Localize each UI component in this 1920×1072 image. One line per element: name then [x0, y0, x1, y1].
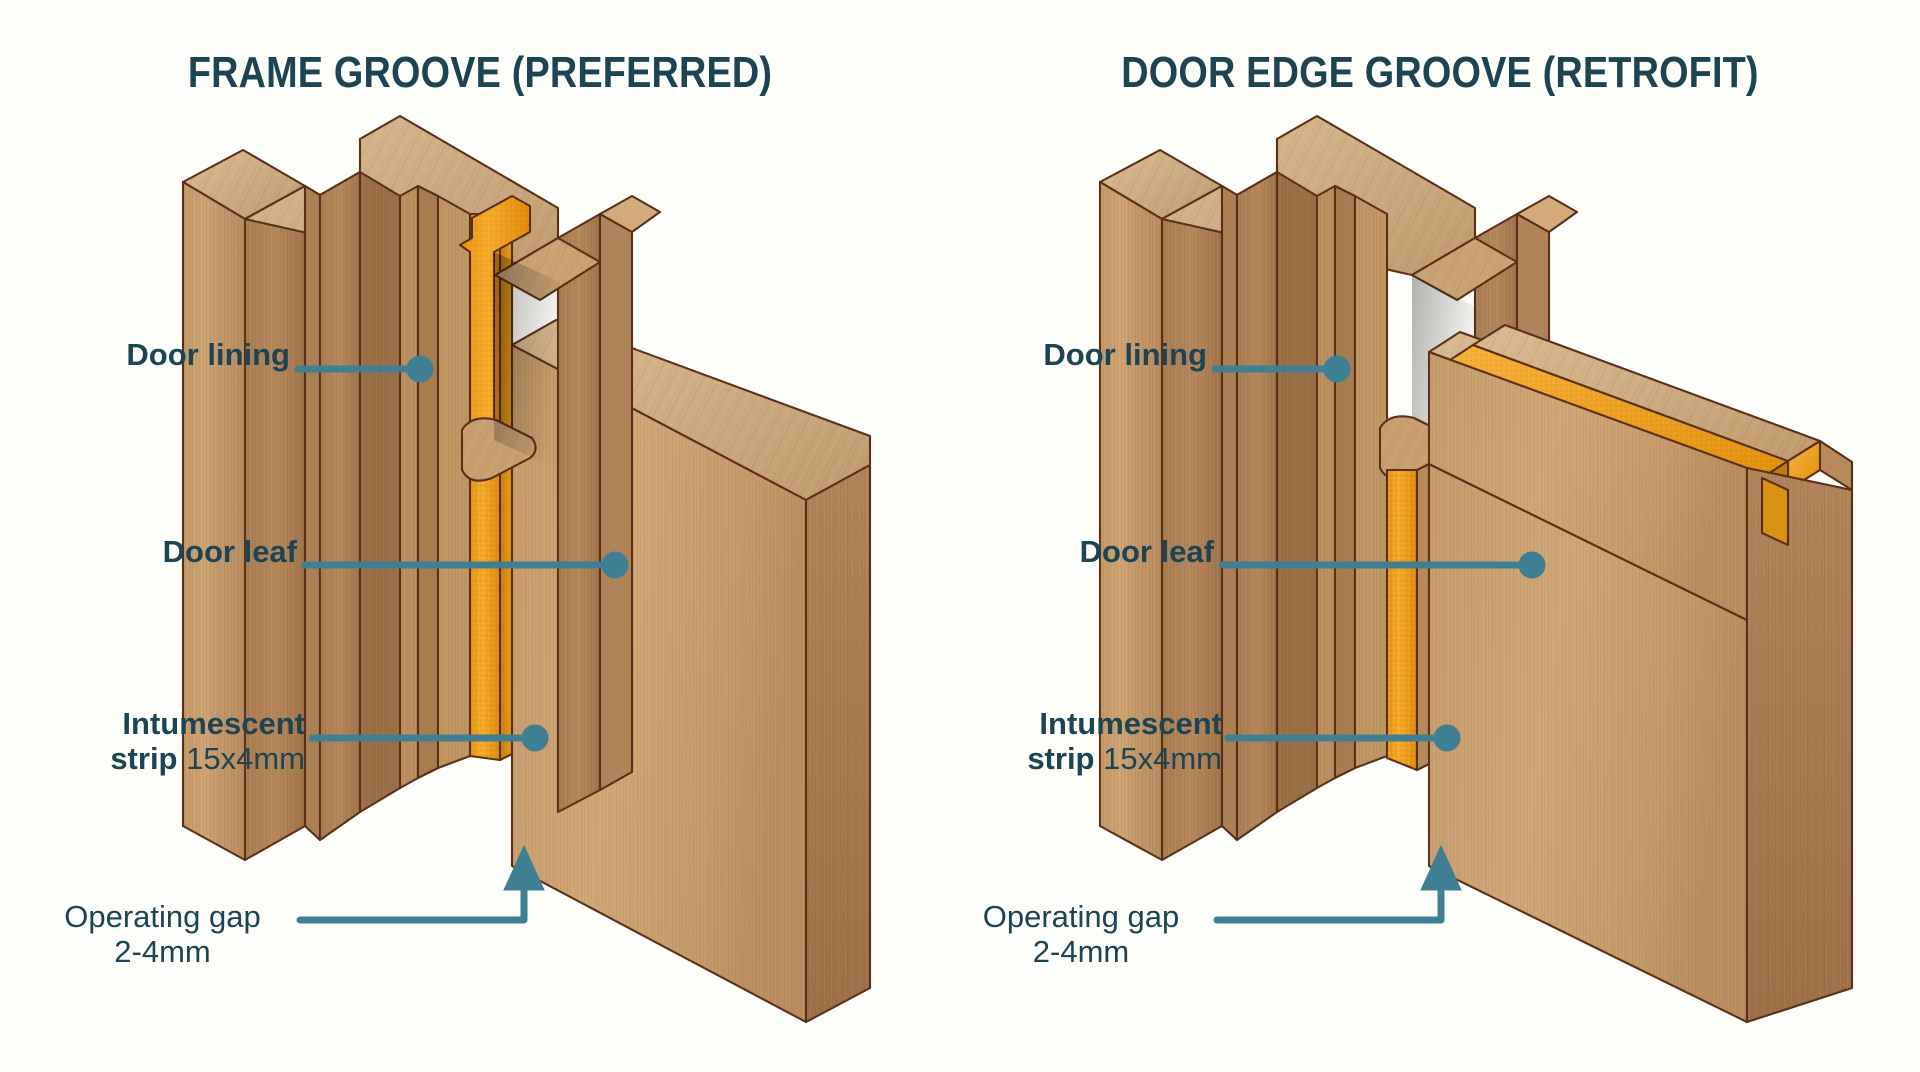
label-intumescent-left: Intumescent strip 15x4mm [20, 706, 305, 776]
label-door-lining-left: Door lining [126, 337, 290, 372]
door-edge-groove-geometry [1098, 114, 1854, 1024]
leader-lines-left [294, 355, 629, 924]
label-door-leaf-right: Door leaf [1079, 534, 1214, 569]
label-door-leaf-left: Door leaf [162, 534, 297, 569]
label-operating-gap-right: Operating gap 2-4mm [950, 899, 1212, 969]
arrowhead-operating-gap-right [1420, 844, 1462, 891]
leader-operating-gap [296, 874, 528, 924]
door-edge-groove-svg [1098, 114, 1854, 1024]
frame-groove-geometry [181, 114, 872, 1024]
label-operating-gap-size-left: 2-4mm [114, 933, 211, 969]
label-operating-gap-text-left: Operating gap [64, 899, 261, 934]
label-door-lining-right: Door lining [1043, 337, 1207, 372]
frame-groove-illustration [181, 114, 872, 1024]
label-intumescent-word-left: Intumescent [122, 706, 305, 741]
label-operating-gap-left: Operating gap 2-4mm [30, 899, 295, 969]
leader-dot-intumescent-right [1433, 724, 1461, 752]
label-intumescent-strip-left: strip [110, 740, 178, 776]
panel-frame-groove: FRAME GROOVE (PREFERRED) [20, 48, 872, 1024]
panel-door-edge-groove: DOOR EDGE GROOVE (RETROFIT) [960, 0, 1920, 1072]
panel-title-door-edge-groove: DOOR EDGE GROOVE (RETROFIT) [1121, 48, 1759, 97]
label-intumescent-strip-right: strip [1027, 740, 1095, 776]
leader-dot-door-leaf [601, 551, 629, 579]
panel-title-frame-groove: FRAME GROOVE (PREFERRED) [187, 48, 773, 97]
label-intumescent-right: Intumescent strip 15x4mm [940, 706, 1222, 776]
leader-dot-intumescent [521, 724, 549, 752]
arrowhead-operating-gap [503, 844, 545, 891]
label-intumescent-size-right: 15x4mm [1103, 740, 1222, 776]
leader-dot-door-lining-right [1323, 355, 1351, 383]
label-operating-gap-text-right: Operating gap [982, 899, 1180, 934]
leader-dot-door-lining [406, 355, 434, 383]
leader-lines-right [1211, 355, 1546, 924]
label-intumescent-size-left: 15x4mm [186, 740, 305, 776]
door-edge-groove-illustration [960, 0, 1920, 1072]
frame-groove-svg [181, 114, 872, 1024]
label-operating-gap-size-right: 2-4mm [1032, 933, 1130, 969]
leader-dot-door-leaf-right [1518, 551, 1546, 579]
label-intumescent-word-right: Intumescent [1039, 706, 1222, 741]
leader-operating-gap-right [1213, 874, 1445, 924]
